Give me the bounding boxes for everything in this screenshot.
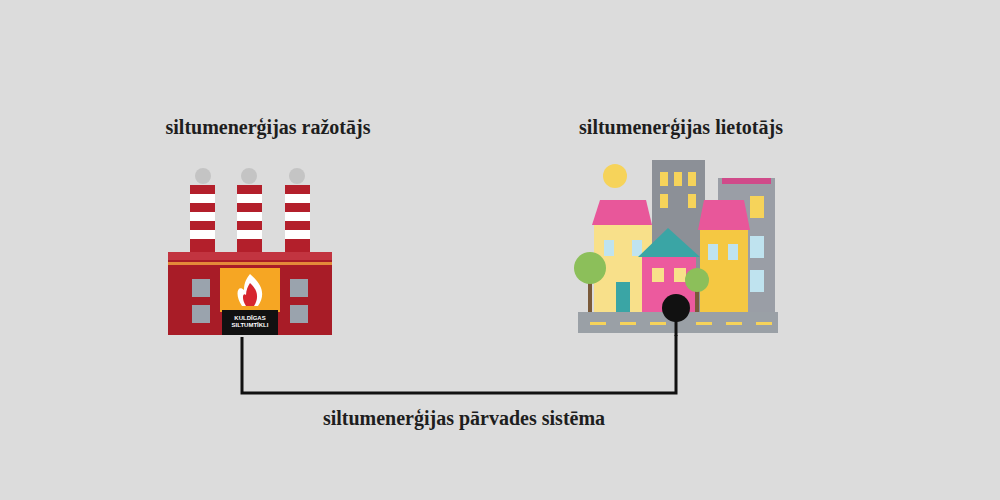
edge-label: siltumenerģijas pārvades sistēma bbox=[320, 407, 608, 430]
transmission-line bbox=[242, 335, 676, 393]
city-illustration bbox=[574, 160, 778, 336]
node-heading: siltumenerģijas ražotājs bbox=[130, 116, 406, 139]
factory-illustration bbox=[168, 168, 332, 335]
consumer-node: siltumenerģijas lietotājs bbox=[545, 116, 817, 335]
logo-text: KULDĪGAS SILTUMTĪKLI bbox=[223, 311, 277, 333]
producer-node: siltumenerģijas ražotājsKULDĪGAS SILTUMT… bbox=[130, 116, 406, 337]
node-heading: siltumenerģijas lietotājs bbox=[545, 116, 817, 139]
